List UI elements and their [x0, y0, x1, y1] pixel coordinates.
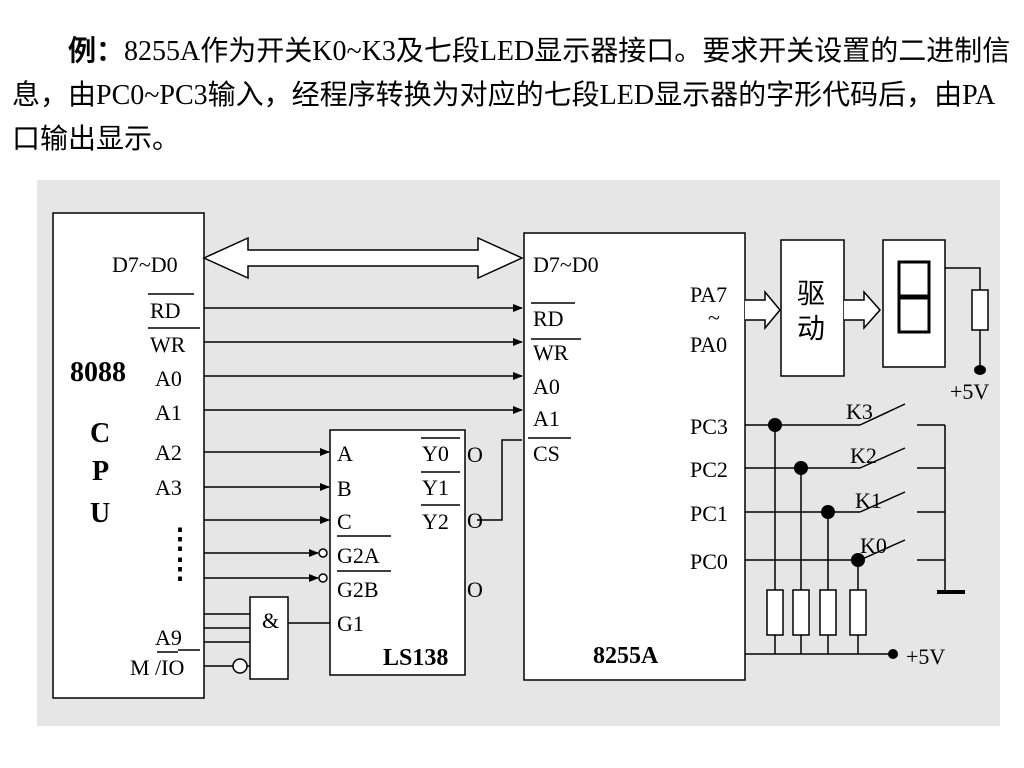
ls138-in-g2b: G2B: [337, 577, 379, 602]
display-resistor: [971, 289, 989, 331]
cpu-pin-dots-2: ⋮: [166, 554, 194, 585]
ppi-box: [523, 232, 746, 681]
switch-label-k3: K3: [846, 399, 873, 424]
ls138-out-y1: Y1: [422, 475, 449, 500]
example-label: 例：: [68, 36, 125, 67]
ls138-mark-y2: O: [467, 508, 483, 533]
pa-arrow: [745, 289, 781, 331]
ppi-pin-data: D7~D0: [533, 252, 599, 277]
mio-bubble: [232, 658, 248, 674]
switch-label-k2: K2: [850, 443, 877, 468]
cpu-letter-u: U: [90, 498, 110, 529]
ls138-mark-y0: O: [467, 442, 483, 467]
power-label-bottom: +5V: [906, 644, 945, 669]
intro-paragraph: 例：8255A作为开关K0~K3及七段LED显示器接口。要求开关设置的二进制信息…: [12, 30, 1012, 162]
ppi-pin-pa0: PA0: [690, 332, 727, 357]
ppi-pin-pc2: PC2: [690, 457, 728, 482]
switch-label-k0: K0: [860, 533, 887, 558]
cpu-pin-a1: A1: [155, 400, 182, 425]
ppi-pin-pc0: PC0: [690, 549, 728, 574]
switch-k0: [859, 539, 906, 561]
ls138-out-y0: Y0: [422, 441, 449, 466]
g2a-bubble: [318, 548, 328, 558]
ls138-in-g2a: G2A: [337, 543, 380, 568]
cpu-pin-wr: WR: [150, 332, 186, 357]
ls138-out-y2: Y2: [422, 509, 449, 534]
ppi-pin-pa7: PA7: [690, 282, 727, 307]
ls138-mark-y7: O: [467, 577, 483, 602]
switch-label-k1: K1: [855, 488, 882, 513]
pullup-resistor-0: [849, 589, 867, 636]
driver-arrow: [844, 290, 882, 330]
and-gate-symbol: &: [262, 608, 279, 633]
ppi-pin-a1: A1: [533, 406, 560, 431]
driver-box: [780, 239, 845, 377]
switch-k2: [859, 447, 906, 469]
data-bus-arrow: [202, 236, 524, 280]
driver-label-2: 动: [797, 312, 825, 345]
switch-k3: [859, 403, 906, 426]
cpu-pin-mio: M /IO: [130, 655, 184, 680]
intro-text: 8255A作为开关K0~K3及七段LED显示器接口。要求开关设置的二进制信息，由…: [12, 36, 1011, 155]
ppi-pin-a0: A0: [533, 374, 560, 399]
pullup-resistor-2: [792, 589, 810, 636]
cpu-pin-a3: A3: [155, 475, 182, 500]
ppi-pin-wr: WR: [533, 340, 569, 365]
cpu-pin-a9: A9: [155, 625, 182, 650]
pullup-resistor-1: [819, 589, 837, 636]
cs-line: [477, 439, 522, 521]
cpu-letter-p: P: [92, 456, 109, 487]
cpu-letter-c: C: [90, 418, 110, 449]
ls138-in-c: C: [337, 509, 352, 534]
cpu-pin-a2: A2: [155, 440, 182, 465]
cpu-pin-dots-1: ⋮: [166, 524, 194, 555]
cpu-pin-rd: RD: [150, 298, 181, 323]
ls138-in-a: A: [337, 441, 353, 466]
seven-seg-display: [882, 239, 946, 368]
ppi-pin-rd: RD: [533, 306, 564, 331]
ls138-box: [329, 429, 466, 676]
vcc-node: [888, 649, 898, 659]
cpu-pin-a0: A0: [155, 366, 182, 391]
ppi-pin-cs: CS: [533, 441, 560, 466]
g2b-bubble: [318, 573, 328, 583]
display-vcc-node: [974, 365, 986, 375]
ls138-name: LS138: [383, 645, 448, 671]
driver-label-1: 驱: [797, 277, 825, 310]
and-gate: [249, 596, 289, 680]
cpu-name: 8088: [70, 357, 126, 388]
cpu-pin-data: D7~D0: [112, 252, 178, 277]
ppi-pin-pc1: PC1: [690, 501, 728, 526]
ppi-pin-tilde: ~: [708, 305, 720, 330]
ground-symbol: [937, 590, 965, 594]
ppi-pin-pc3: PC3: [690, 414, 728, 439]
ls138-in-g1: G1: [337, 611, 364, 636]
power-label-top: +5V: [950, 379, 989, 404]
pullup-resistor-3: [766, 589, 784, 636]
switch-k1: [859, 491, 906, 513]
ppi-name: 8255A: [593, 643, 659, 669]
ls138-in-b: B: [337, 476, 352, 501]
